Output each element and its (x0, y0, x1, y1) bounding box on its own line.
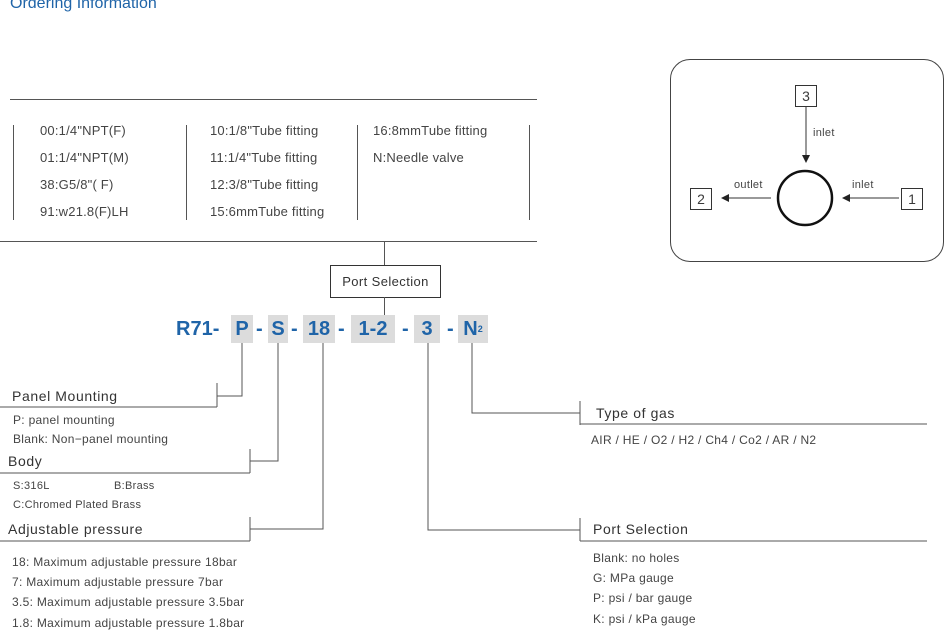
panel-mounting-option: P: panel mounting (13, 413, 115, 427)
port-selection-option: K: psi / kPa gauge (593, 612, 696, 626)
code-prefix: R71- (176, 318, 220, 340)
pressure-option: 18: Maximum adjustable pressure 18bar (12, 555, 238, 569)
panel-mounting-option: Blank: Non−panel mounting (13, 432, 169, 446)
port-3-label: 3 (795, 85, 817, 107)
port-selection-option: G: MPa gauge (593, 571, 674, 585)
port-option: 12:3/8"Tube fitting (210, 177, 319, 192)
regulator-circle (776, 169, 834, 227)
table-divider (13, 125, 14, 220)
port-option: 15:6mmTube fitting (210, 204, 325, 219)
body-option: B:Brass (114, 480, 155, 492)
port-option: 38:G5/8"( F) (40, 177, 114, 192)
body-title: Body (8, 453, 43, 469)
port-1-label: 1 (901, 188, 923, 210)
port-option: 00:1/4"NPT(F) (40, 123, 126, 138)
pressure-option: 7: Maximum adjustable pressure 7bar (12, 575, 224, 589)
code-dash: - (447, 318, 454, 340)
port-selection-option: P: psi / bar gauge (593, 591, 693, 605)
port-selection-title: Port Selection (593, 521, 689, 537)
port-selection-option: Blank: no holes (593, 551, 680, 565)
outlet-label: outlet (734, 179, 763, 191)
table-divider (357, 125, 358, 220)
code-dash: - (402, 318, 409, 340)
code-port: 1-2 (351, 315, 395, 343)
inlet-top-label: inlet (813, 127, 835, 139)
port-option: 10:1/8"Tube fitting (210, 123, 319, 138)
adjustable-pressure-title: Adjustable pressure (8, 521, 144, 537)
type-of-gas-title: Type of gas (596, 405, 675, 421)
table-divider (186, 125, 187, 220)
page-title: Ordering Information (10, 0, 157, 12)
code-body: S (268, 315, 288, 343)
port-option: 11:1/4"Tube fitting (210, 150, 318, 165)
connector-line (384, 241, 385, 265)
code-dash: - (291, 318, 298, 340)
code-panel-mounting: P (231, 315, 253, 343)
table-bottom-rule (0, 241, 537, 242)
port-option: 91:w21.8(F)LH (40, 204, 129, 219)
inlet-right-label: inlet (852, 179, 874, 191)
port-selection-box: Port Selection (330, 265, 441, 298)
port-option: 01:1/4"NPT(M) (40, 150, 129, 165)
code-pressure: 18 (303, 315, 335, 343)
code-port-selection: 3 (414, 315, 440, 343)
code-dash: - (256, 318, 263, 340)
port-option: 16:8mmTube fitting (373, 123, 488, 138)
connector-line (384, 297, 385, 316)
port-option: N:Needle valve (373, 150, 464, 165)
panel-mounting-title: Panel Mounting (12, 388, 118, 404)
table-divider (529, 125, 530, 220)
body-option: C:Chromed Plated Brass (13, 499, 142, 511)
pressure-option: 3.5: Maximum adjustable pressure 3.5bar (12, 595, 245, 609)
pressure-option: 1.8: Maximum adjustable pressure 1.8bar (12, 616, 245, 630)
gas-list: AIR / HE / O2 / H2 / Ch4 / Co2 / AR / N2 (591, 433, 817, 447)
port-2-label: 2 (690, 188, 712, 210)
code-dash: - (338, 318, 345, 340)
table-top-rule (10, 99, 537, 100)
body-option: S:316L (13, 480, 50, 492)
